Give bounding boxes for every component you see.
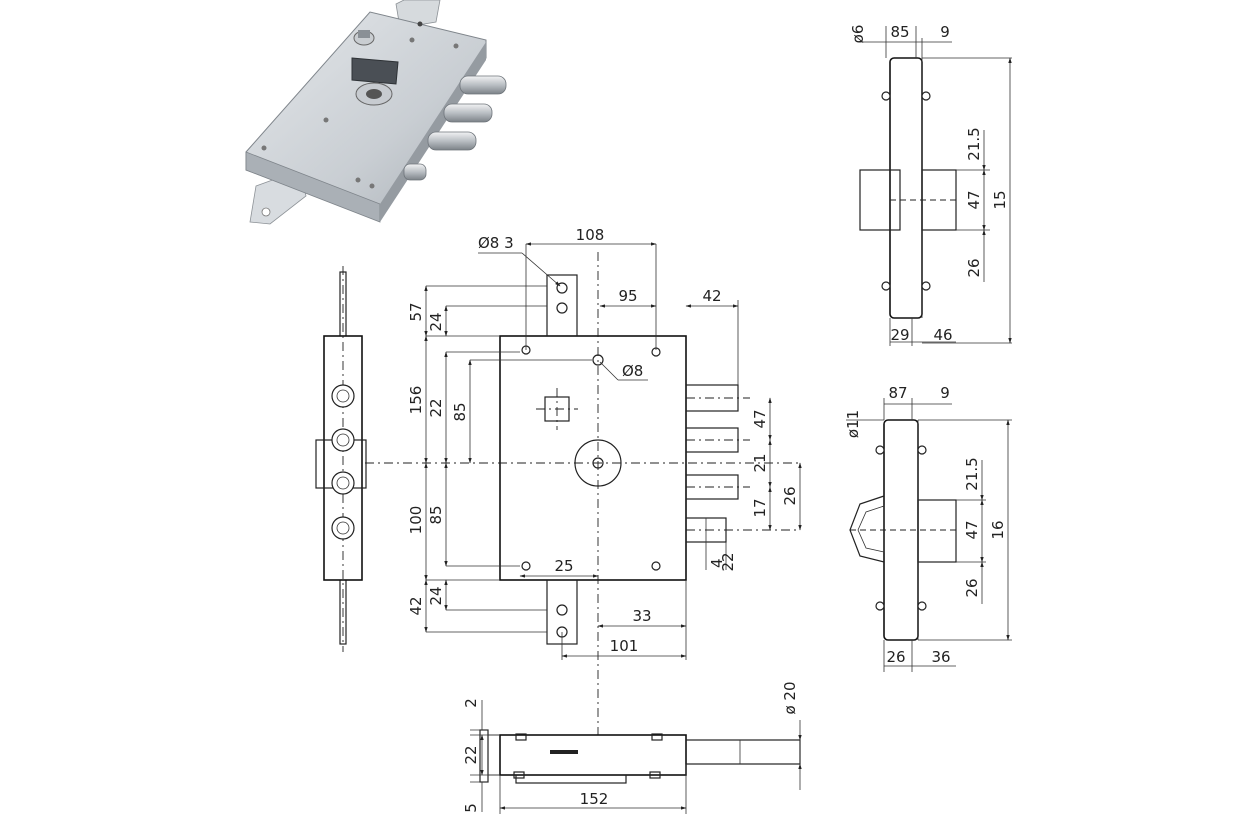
dim-21: 21: [751, 453, 769, 472]
dim-24-bot: 24: [427, 586, 445, 605]
dim-33: 33: [632, 607, 651, 625]
dim-15: 15: [991, 190, 1009, 209]
dim-108: 108: [576, 226, 605, 244]
dim-47-side-bottom: 47: [963, 520, 981, 539]
dim-22-small: 22: [719, 552, 737, 571]
side-view-bottom: 87 9 ø11 16 21.5 47 26 26 36: [844, 384, 1012, 672]
dim-d11: ø11: [844, 410, 862, 438]
dim-42-top: 42: [702, 287, 721, 305]
dim-42-bot: 42: [407, 596, 425, 615]
dim-22-bottom: 22: [462, 745, 480, 764]
dim-85-bot: 85: [427, 505, 445, 524]
dim-4: 4: [708, 558, 726, 568]
dim-29: 29: [890, 326, 909, 344]
dim-95: 95: [618, 287, 637, 305]
dim-85-side: 85: [890, 23, 909, 41]
side-view-top: ø6 85 9 15 21.5 47 26 29 46: [849, 23, 1012, 346]
dim-26-bottom: 26: [886, 648, 905, 666]
dim-hole-top: Ø8 3: [478, 234, 514, 252]
dim-47: 47: [751, 409, 769, 428]
dim-100: 100: [407, 506, 425, 535]
dim-26: 26: [781, 486, 799, 505]
dim-101: 101: [610, 637, 639, 655]
dim-9-side-bottom: 9: [940, 384, 950, 402]
dim-17: 17: [751, 498, 769, 517]
dim-26-side: 26: [965, 258, 983, 277]
dim-5: 5: [462, 803, 480, 813]
dim-25: 25: [554, 557, 573, 575]
dim-21-5-side: 21.5: [965, 127, 983, 160]
dim-hole-mid: Ø8: [622, 362, 643, 380]
faceplate-view: [315, 266, 367, 652]
dim-85-top: 85: [451, 402, 469, 421]
dim-47-side: 47: [965, 190, 983, 209]
dim-46: 46: [933, 326, 952, 344]
front-view: 108 Ø8 3 95 42 Ø8 57 24 156 22 8: [365, 226, 802, 735]
dim-d6: ø6: [849, 25, 867, 44]
dim-152: 152: [580, 790, 609, 808]
dim-57: 57: [407, 302, 425, 321]
dim-16: 16: [989, 520, 1007, 539]
dim-156: 156: [407, 386, 425, 415]
dim-87: 87: [888, 384, 907, 402]
dim-24-top: 24: [427, 312, 445, 331]
dim-26-side-bottom: 26: [963, 578, 981, 597]
dim-d20: ø 20: [781, 681, 799, 714]
dim-9-side: 9: [940, 23, 950, 41]
lock-photo: [245, 0, 507, 225]
dim-36: 36: [931, 648, 950, 666]
dim-21-5-side-bottom: 21.5: [963, 457, 981, 490]
dim-22: 22: [427, 398, 445, 417]
dim-2: 2: [462, 698, 480, 708]
bottom-view: 2 22 5 152 ø 20: [462, 681, 802, 814]
